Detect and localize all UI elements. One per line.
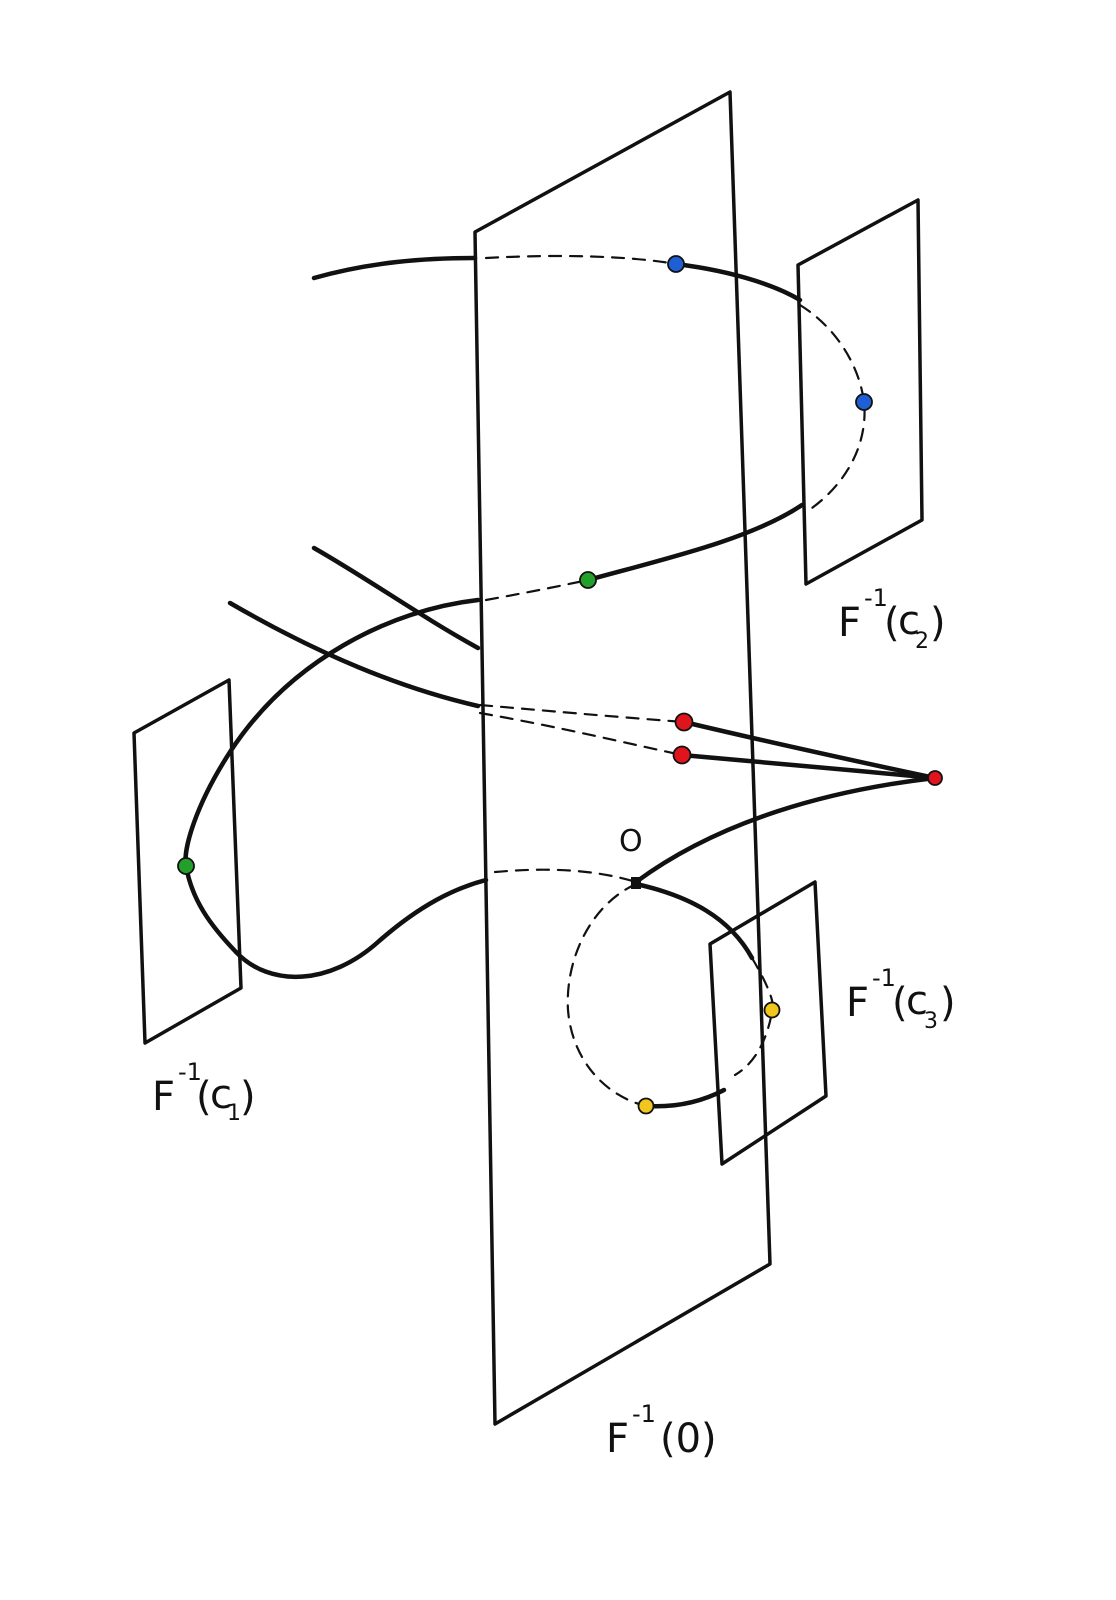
label-c1-open: (: [196, 1074, 212, 1120]
label-zero-prefix: F: [606, 1416, 629, 1462]
label-c2-var: c: [898, 598, 920, 644]
green-point-center: [579, 571, 597, 589]
label-c1-close: ): [240, 1074, 256, 1120]
label-c1-sup: -1: [178, 1058, 202, 1086]
label-c3-prefix: F: [846, 980, 869, 1026]
label-c2-sup: -1: [864, 584, 888, 612]
plane-c2: [796, 198, 924, 586]
hidden-curves: [478, 254, 775, 1108]
label-zero-sup: -1: [632, 1400, 656, 1428]
crossing-line-2: [227, 600, 481, 709]
green-curve-front: [585, 502, 805, 583]
blue-point-right: [855, 393, 873, 411]
origin-label: O: [619, 824, 643, 859]
label-c1: F -1 ( c 1 ): [152, 1058, 256, 1126]
plane-c1: [132, 678, 243, 1045]
hidden-red-line-2: [478, 711, 684, 757]
hidden-top-arc: [484, 254, 678, 266]
red-curve-to-origin: [633, 775, 938, 885]
top-left-arc: [311, 255, 478, 281]
red-point-1: [674, 712, 694, 732]
blue-curve-front: [673, 261, 803, 303]
label-c1-sub: 1: [227, 1101, 241, 1126]
label-zero-arg: (0): [660, 1416, 717, 1462]
blue-point-top: [667, 255, 685, 273]
label-c3-sub: 3: [924, 1009, 938, 1034]
label-c2-sub: 2: [915, 629, 929, 654]
label-c2-open: (: [884, 600, 900, 646]
green-curve-left: [183, 597, 481, 955]
hidden-circle-right: [733, 956, 775, 1077]
label-c1-prefix: F: [152, 1074, 175, 1120]
yellow-point-bottom: [637, 1097, 655, 1115]
bottom-left-arc: [233, 877, 489, 979]
label-c3-close: ): [940, 980, 956, 1026]
back-curves: [233, 255, 489, 979]
label-c2-close: ): [930, 600, 946, 646]
label-c3: F -1 ( c 3 ): [846, 964, 956, 1034]
yellow-curve-front: [643, 1087, 727, 1109]
label-zero: F -1 (0): [606, 1400, 717, 1462]
plane-zero: [473, 90, 772, 1426]
red-line-bottom: [679, 752, 938, 781]
hidden-circle-left: [566, 882, 648, 1108]
red-point-outer: [927, 770, 943, 786]
label-c3-sup: -1: [872, 964, 896, 992]
red-line-top: [681, 719, 938, 781]
crossing-line-1: [311, 545, 481, 651]
hidden-bottom-arc: [493, 868, 638, 884]
circle-front-arc: [633, 881, 755, 961]
red-point-2: [672, 745, 692, 765]
label-c2-prefix: F: [838, 600, 861, 646]
label-c1-var: c: [210, 1072, 232, 1118]
label-c3-open: (: [892, 980, 908, 1026]
blue-curve-hidden: [798, 303, 866, 510]
origin-point: [631, 877, 641, 889]
label-c3-var: c: [906, 978, 928, 1024]
label-c2: F -1 ( c 2 ): [838, 584, 946, 654]
hidden-green-arc: [484, 578, 590, 602]
yellow-point-right: [763, 1001, 781, 1019]
hidden-red-line-1: [478, 703, 686, 724]
green-point-left: [177, 857, 195, 875]
